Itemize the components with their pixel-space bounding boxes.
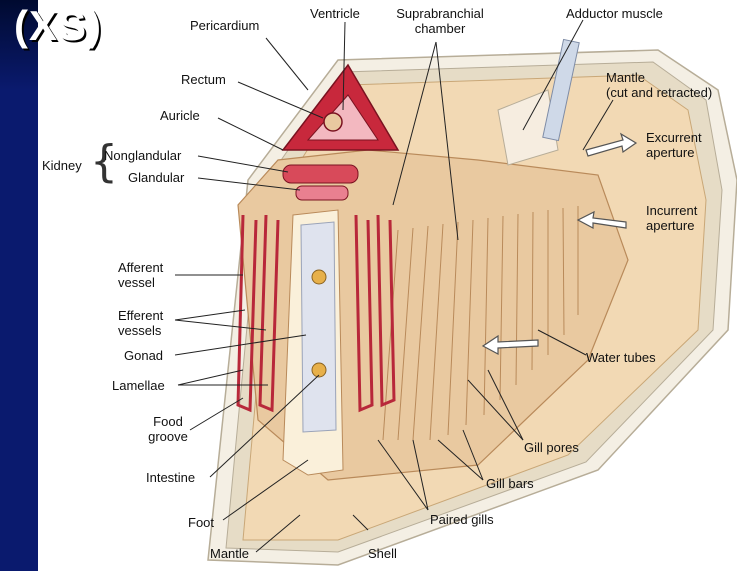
label-nonglandular: Nonglandular bbox=[104, 148, 181, 163]
label-suprabranchial-chamber: Suprabranchial chamber bbox=[390, 6, 490, 36]
kidney-glandular bbox=[296, 186, 348, 200]
label-efferent-line1: Efferent bbox=[118, 308, 163, 323]
intestine-lower bbox=[312, 363, 326, 377]
label-afferent-line2: vessel bbox=[118, 275, 163, 290]
kidney-nonglandular bbox=[283, 165, 358, 183]
label-suprabranchial-line1: Suprabranchial bbox=[390, 6, 490, 21]
label-afferent-vessel: Afferent vessel bbox=[118, 260, 163, 290]
label-kidney: Kidney bbox=[42, 158, 82, 173]
slide-title: (XS) bbox=[14, 2, 102, 50]
label-rectum: Rectum bbox=[181, 72, 226, 87]
label-incurrent-line2: aperture bbox=[646, 218, 697, 233]
label-incurrent-line1: Incurrent bbox=[646, 203, 697, 218]
label-efferent-vessels: Efferent vessels bbox=[118, 308, 163, 338]
gonad bbox=[301, 222, 336, 432]
label-pericardium: Pericardium bbox=[190, 18, 259, 33]
label-glandular: Glandular bbox=[128, 170, 184, 185]
label-excurrent-aperture: Excurrent aperture bbox=[646, 130, 702, 160]
label-mantle-bottom: Mantle bbox=[210, 546, 249, 561]
label-efferent-line2: vessels bbox=[118, 323, 163, 338]
label-incurrent-aperture: Incurrent aperture bbox=[646, 203, 697, 233]
rectum bbox=[324, 113, 342, 131]
label-ventricle: Ventricle bbox=[310, 6, 360, 21]
label-gonad: Gonad bbox=[124, 348, 163, 363]
label-intestine: Intestine bbox=[146, 470, 195, 485]
label-paired-gills: Paired gills bbox=[430, 512, 494, 527]
label-foot: Foot bbox=[188, 515, 214, 530]
label-gill-pores: Gill pores bbox=[524, 440, 579, 455]
label-gill-bars: Gill bars bbox=[486, 476, 534, 491]
label-suprabranchial-line2: chamber bbox=[390, 21, 490, 36]
label-excurrent-line1: Excurrent bbox=[646, 130, 702, 145]
diagram-panel: Pericardium Ventricle Suprabranchial cha… bbox=[38, 0, 737, 571]
label-excurrent-line2: aperture bbox=[646, 145, 702, 160]
label-auricle: Auricle bbox=[160, 108, 200, 123]
label-shell: Shell bbox=[368, 546, 397, 561]
label-water-tubes: Water tubes bbox=[586, 350, 656, 365]
intestine-upper bbox=[312, 270, 326, 284]
label-mantle-top: Mantle (cut and retracted) bbox=[606, 70, 712, 100]
label-food-line2: groove bbox=[146, 429, 190, 444]
label-afferent-line1: Afferent bbox=[118, 260, 163, 275]
label-lamellae: Lamellae bbox=[112, 378, 165, 393]
label-mantle-top-line2: (cut and retracted) bbox=[606, 85, 712, 100]
label-food-line1: Food bbox=[146, 414, 190, 429]
label-adductor-muscle: Adductor muscle bbox=[566, 6, 663, 21]
label-food-groove: Food groove bbox=[146, 414, 190, 444]
label-mantle-top-line1: Mantle bbox=[606, 70, 712, 85]
